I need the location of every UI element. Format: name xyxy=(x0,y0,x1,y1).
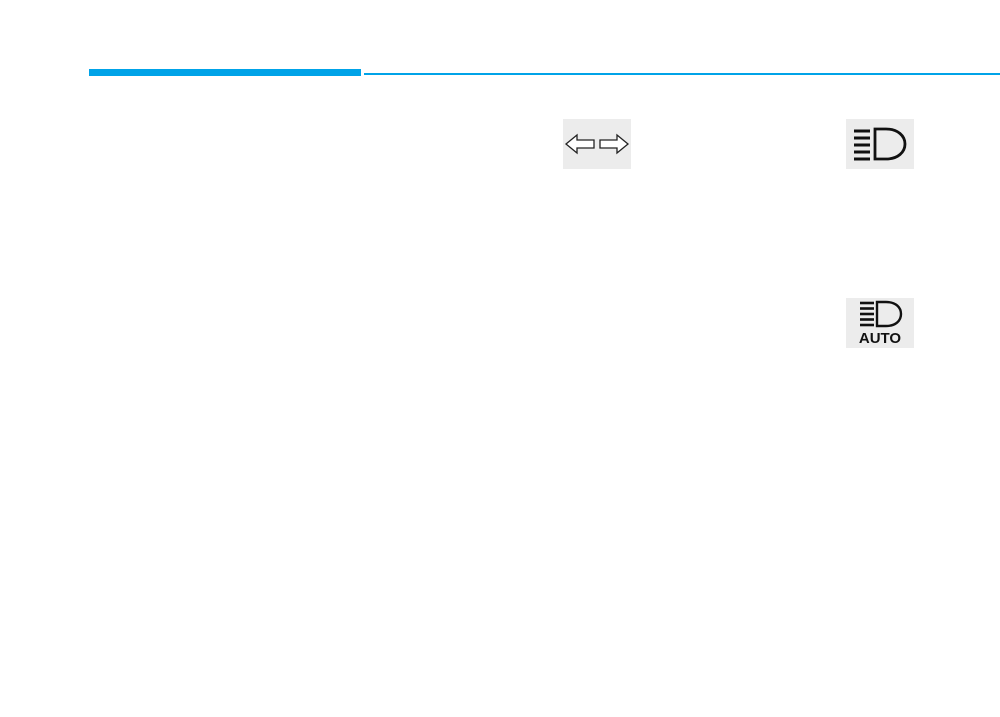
section-rule-accent xyxy=(89,69,361,76)
turn-signal-arrows-icon xyxy=(564,133,630,155)
headlamp-low-beam-icon xyxy=(854,127,907,161)
auto-headlamp-indicator: AUTO xyxy=(846,298,914,348)
section-rule-line xyxy=(364,73,1000,75)
turn-signal-indicator xyxy=(563,119,631,169)
auto-label: AUTO xyxy=(859,330,902,347)
auto-headlamp-icon: AUTO xyxy=(859,300,903,347)
headlamp-indicator xyxy=(846,119,914,169)
